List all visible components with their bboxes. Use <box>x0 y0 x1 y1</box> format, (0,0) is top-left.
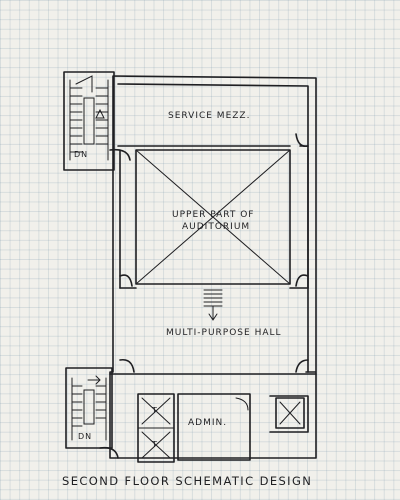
door-swing-mezz <box>295 133 309 148</box>
auditorium-label-line2: AUDITORIUM <box>182 222 251 232</box>
stair-down-label-bottom: DN <box>78 432 93 441</box>
multipurpose-hall-label: MULTI-PURPOSE HALL <box>166 328 282 338</box>
mechanical-cross <box>279 401 301 425</box>
stair-treads-bottom <box>71 375 107 441</box>
door-swing-aud-left <box>119 274 133 287</box>
steps-to-hall <box>203 289 223 321</box>
auditorium-void-cross <box>135 149 291 285</box>
door-swing-admin <box>235 397 249 411</box>
elevator-2-label: T <box>152 440 158 449</box>
elevator-2-cross <box>141 431 171 459</box>
stair-treads-top <box>69 75 109 161</box>
door-swing-bottom <box>99 446 119 459</box>
outer-wall <box>109 75 317 459</box>
door-swing-top <box>109 148 131 161</box>
elevator-1-label: T <box>152 406 158 415</box>
elevator-1-cross <box>141 397 171 425</box>
auditorium-void <box>135 149 291 285</box>
stair-block-bottom <box>65 367 113 449</box>
drawing-title: SECOND FLOOR SCHEMATIC DESIGN <box>62 474 313 488</box>
mechanical-room <box>275 397 305 429</box>
stair-block-top <box>63 71 115 171</box>
admin-label: ADMIN. <box>188 418 228 428</box>
door-swing-aud-right <box>295 274 309 287</box>
door-swing-hall-right <box>295 359 309 373</box>
mechanical-wall <box>269 395 309 433</box>
service-mezz-label: SERVICE MEZZ. <box>168 111 251 121</box>
admin-room <box>177 393 251 461</box>
door-swing-hall-left <box>119 358 135 373</box>
auditorium-label-line1: UPPER PART OF <box>172 210 255 220</box>
stair-down-label-top: DN <box>74 150 89 159</box>
corridor-walls <box>119 149 309 289</box>
